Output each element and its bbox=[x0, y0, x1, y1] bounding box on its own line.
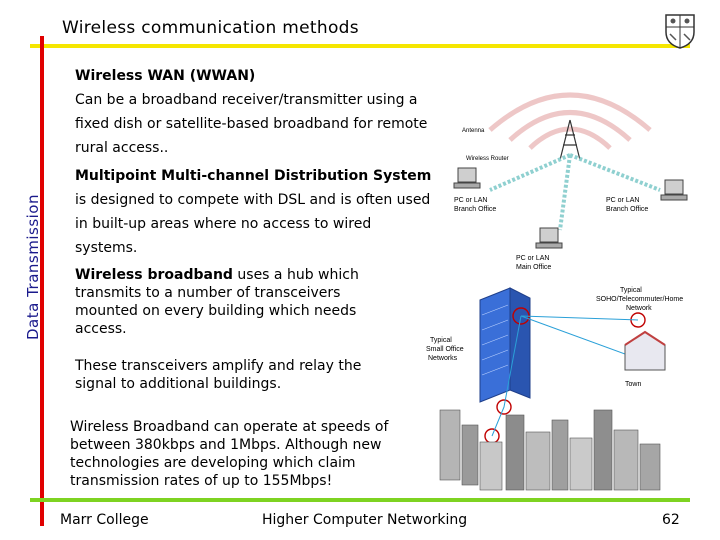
city-buildings-icon bbox=[439, 409, 661, 491]
label-soho-network: SOHO/Telecommuter/Home bbox=[596, 296, 683, 303]
label-pc-lan-left: PC or LAN bbox=[454, 197, 487, 204]
slide-title: Wireless communication methods bbox=[62, 18, 359, 38]
label-main-office: Main Office bbox=[516, 264, 551, 271]
label-antenna: Antenna bbox=[462, 128, 485, 134]
college-crest-icon bbox=[665, 14, 695, 49]
label-branch-office-left: Branch Office bbox=[454, 206, 496, 213]
mmds-paragraph: Multipoint Multi-channel Distribution Sy… bbox=[75, 164, 435, 260]
label-typical-small: Typical bbox=[430, 337, 452, 344]
pc-branch-right-icon bbox=[660, 179, 688, 201]
speed-paragraph: Wireless Broadband can operate at speeds… bbox=[70, 419, 389, 489]
footer-course: Higher Computer Networking bbox=[262, 512, 468, 528]
label-pc-lan-right: PC or LAN bbox=[606, 197, 639, 204]
wireless-links bbox=[489, 153, 661, 231]
wireless-network-diagram: Antenna Wireless Router PC or LAN Branch… bbox=[426, 92, 688, 491]
pc-branch-left-icon bbox=[453, 167, 481, 189]
mmds-bold: Multipoint Multi-channel Distribution Sy… bbox=[75, 168, 432, 184]
footer-bar bbox=[30, 498, 690, 502]
label-town: Town bbox=[625, 381, 641, 388]
label-network: Network bbox=[626, 305, 652, 312]
label-small-office: Small Office bbox=[426, 346, 464, 353]
wb-bold: Wireless broadband bbox=[75, 267, 233, 283]
label-typical-soho: Typical bbox=[620, 287, 642, 294]
broadband-links bbox=[491, 315, 639, 437]
pc-main-office-icon bbox=[535, 227, 563, 249]
wireless-broadband-paragraph: Wireless broadband uses a hub which tran… bbox=[75, 266, 395, 338]
antenna-tower-icon bbox=[559, 119, 581, 161]
relay-paragraph: These transceivers amplify and relay the… bbox=[75, 358, 362, 392]
transceiver-marker-4 bbox=[496, 399, 512, 415]
house-icon bbox=[624, 330, 666, 371]
title-bar-red bbox=[40, 36, 44, 526]
label-branch-office-right: Branch Office bbox=[606, 206, 648, 213]
wwan-heading: Wireless WAN (WWAN) bbox=[75, 68, 256, 84]
label-pc-lan-main: PC or LAN bbox=[516, 255, 549, 262]
hub-building-icon bbox=[479, 287, 531, 403]
wb-text: uses a hub which transmits to a number o… bbox=[75, 267, 359, 337]
wwan-text: Can be a broadband receiver/transmitter … bbox=[75, 92, 428, 156]
mmds-text: is designed to compete with DSL and is o… bbox=[75, 192, 431, 256]
footer-school: Marr College bbox=[60, 512, 149, 528]
signal-arcs bbox=[488, 92, 652, 150]
label-networks: Networks bbox=[428, 355, 458, 362]
side-title: Data Transmission bbox=[24, 194, 42, 340]
footer-page-number: 62 bbox=[662, 512, 680, 528]
title-bar-top bbox=[30, 44, 690, 48]
label-wireless-router: Wireless Router bbox=[466, 156, 509, 162]
